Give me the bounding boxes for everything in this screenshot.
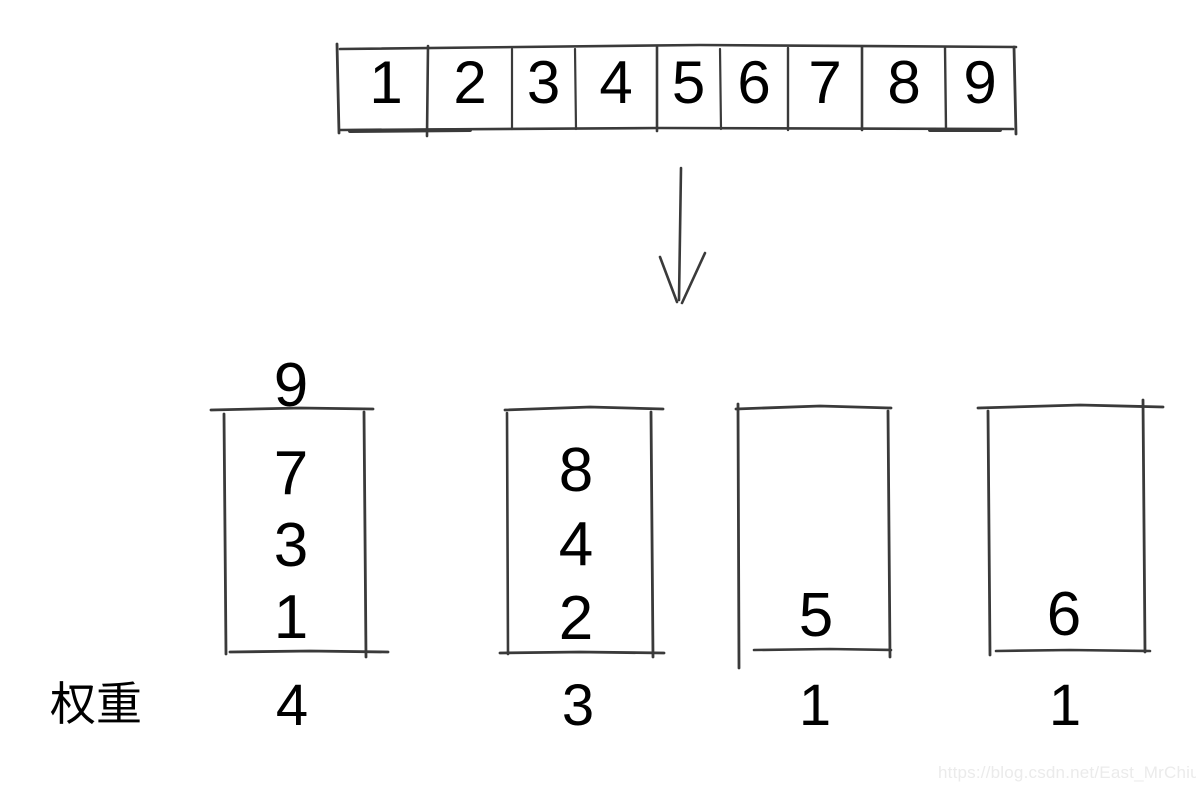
group-4-item-0: 6 <box>1046 580 1082 649</box>
group1-right-edge <box>362 410 368 659</box>
watermark: https://blog.csdn.net/East_MrChiu <box>938 763 1196 782</box>
array-cell-3: 4 <box>599 49 633 116</box>
group-1-item-1: 3 <box>273 511 309 580</box>
group2-left-edge <box>505 411 510 656</box>
group3-right-edge <box>886 409 892 659</box>
array-cell-0: 1 <box>369 49 403 116</box>
array-cell-4: 5 <box>671 49 706 116</box>
group4-right-edge <box>1141 398 1147 654</box>
array-right-edge <box>1012 45 1018 136</box>
array-cell-5: 6 <box>737 49 771 116</box>
array-cell-7: 8 <box>887 49 921 116</box>
group-2-item-2: 2 <box>558 584 594 653</box>
group-2-weight: 3 <box>561 673 595 738</box>
group-2-item-0: 8 <box>558 436 594 505</box>
group3-left-edge <box>736 402 741 670</box>
group-3-item-0: 5 <box>798 581 834 650</box>
group1-bottom-edge <box>228 649 390 654</box>
array-cell-1: 2 <box>453 49 487 116</box>
group4-bottom-edge <box>994 648 1152 653</box>
group-1-outside-top-value: 9 <box>273 351 309 420</box>
group-1-item-0: 7 <box>273 439 309 508</box>
array-bottom-edge-overdraw <box>348 128 472 133</box>
group-1-item-2: 1 <box>273 583 309 652</box>
arrow-head-left <box>658 255 679 304</box>
array-bottom-edge <box>338 126 1015 132</box>
group4-top-edge <box>976 403 1165 410</box>
weights-row-label: 权重 <box>50 677 142 731</box>
array-cell-2: 3 <box>526 49 561 116</box>
group-1-weight: 4 <box>275 673 309 738</box>
group3-top-edge <box>734 404 893 411</box>
group-3-weight: 1 <box>798 673 832 738</box>
group4-left-edge <box>986 409 992 657</box>
group-2-item-1: 4 <box>558 510 594 579</box>
array-cell-6: 7 <box>808 49 842 116</box>
group2-right-edge <box>649 410 655 659</box>
arrow-shaft <box>677 166 683 302</box>
group2-top-edge <box>503 405 665 412</box>
arrow-head-right <box>680 251 707 305</box>
group-4-weight: 1 <box>1048 673 1082 738</box>
array-left-edge <box>335 42 341 135</box>
array-cell-8: 9 <box>963 49 997 116</box>
group1-left-edge <box>222 412 228 656</box>
